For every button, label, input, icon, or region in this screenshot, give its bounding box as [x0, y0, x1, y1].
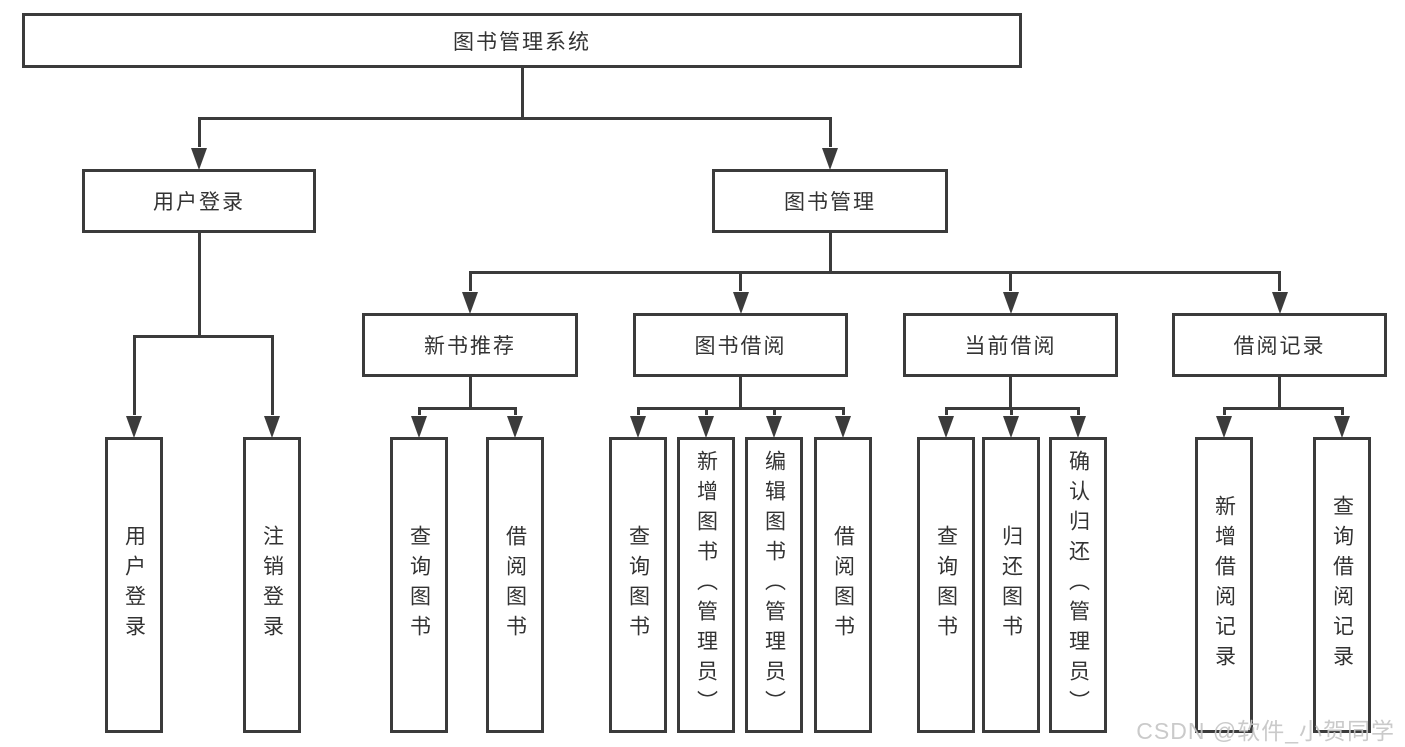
node-leaf-bb-borrow: 借阅图书	[814, 437, 872, 733]
node-leaf-cb-return: 归还图书	[982, 437, 1040, 733]
node-leaf-br-query: 查询借阅记录	[1313, 437, 1371, 733]
arrow-head	[630, 416, 646, 438]
arrow-head	[191, 148, 207, 170]
node-leaf-rec-query: 查询图书	[390, 437, 448, 733]
node-leaf-bb-query: 查询图书	[609, 437, 667, 733]
node-leaf-cb-query: 查询图书	[917, 437, 975, 733]
node-leaf-logout: 注销登录	[243, 437, 301, 733]
node-book-mgmt: 图书管理	[712, 169, 948, 233]
connector-line	[1009, 272, 1012, 291]
csdn-watermark: CSDN @软件_小贺同学	[1136, 718, 1395, 744]
arrow-head	[822, 148, 838, 170]
arrow-head	[938, 416, 954, 438]
connector-line	[636, 408, 640, 415]
connector-line	[132, 336, 136, 415]
connector-line	[1222, 406, 1344, 410]
connector-line	[1340, 408, 1344, 415]
connector-line	[1222, 408, 1226, 415]
node-leaf-bb-add: 新增图书（管理员）	[677, 437, 735, 733]
arrow-head	[411, 416, 427, 438]
arrow-head	[1002, 292, 1019, 314]
node-leaf-br-add: 新增借阅记录	[1195, 437, 1253, 733]
node-book-borrow: 图书借阅	[633, 313, 848, 377]
arrow-head	[1216, 416, 1232, 438]
node-leaf-rec-borrow: 借阅图书	[486, 437, 544, 733]
arrow-head	[835, 416, 851, 438]
connector-line	[739, 377, 742, 408]
connector-line	[739, 272, 742, 291]
connector-line	[704, 408, 708, 415]
node-leaf-user-login: 用户登录	[105, 437, 163, 733]
node-user-login: 用户登录	[82, 169, 316, 233]
connector-line	[772, 408, 776, 415]
connector-line	[468, 377, 472, 408]
connector-line	[520, 68, 524, 118]
connector-line	[468, 272, 472, 291]
node-leaf-bb-edit: 编辑图书（管理员）	[745, 437, 803, 733]
arrow-head	[1070, 416, 1086, 438]
connector-line	[197, 118, 201, 147]
arrow-head	[126, 416, 142, 438]
arrow-head	[1271, 292, 1288, 314]
connector-line	[841, 408, 845, 415]
connector-line	[468, 270, 1281, 274]
connector-line	[513, 408, 517, 415]
connector-line	[1009, 408, 1013, 415]
connector-line	[197, 116, 832, 120]
connector-line	[132, 334, 274, 338]
connector-line	[1278, 272, 1281, 291]
node-leaf-cb-confirm: 确认归还（管理员）	[1049, 437, 1107, 733]
connector-line	[197, 233, 201, 336]
arrow-head	[264, 416, 280, 438]
connector-line	[270, 336, 274, 415]
arrow-head	[1003, 416, 1019, 438]
connector-line	[828, 233, 832, 272]
arrow-head	[507, 416, 523, 438]
arrow-head	[698, 416, 714, 438]
connector-line	[1009, 377, 1012, 408]
connector-line	[1076, 408, 1080, 415]
connector-line	[944, 408, 948, 415]
connector-line	[828, 118, 832, 147]
arrow-head	[766, 416, 782, 438]
connector-line	[417, 406, 517, 410]
node-borrow-records: 借阅记录	[1172, 313, 1387, 377]
connector-line	[417, 408, 421, 415]
node-root: 图书管理系统	[22, 13, 1022, 68]
arrow-head	[1334, 416, 1350, 438]
node-new-book-rec: 新书推荐	[362, 313, 578, 377]
node-current-borrow: 当前借阅	[903, 313, 1118, 377]
arrow-head	[462, 292, 478, 314]
arrow-head	[732, 292, 749, 314]
connector-line	[1278, 377, 1281, 408]
connector-line	[636, 406, 845, 410]
